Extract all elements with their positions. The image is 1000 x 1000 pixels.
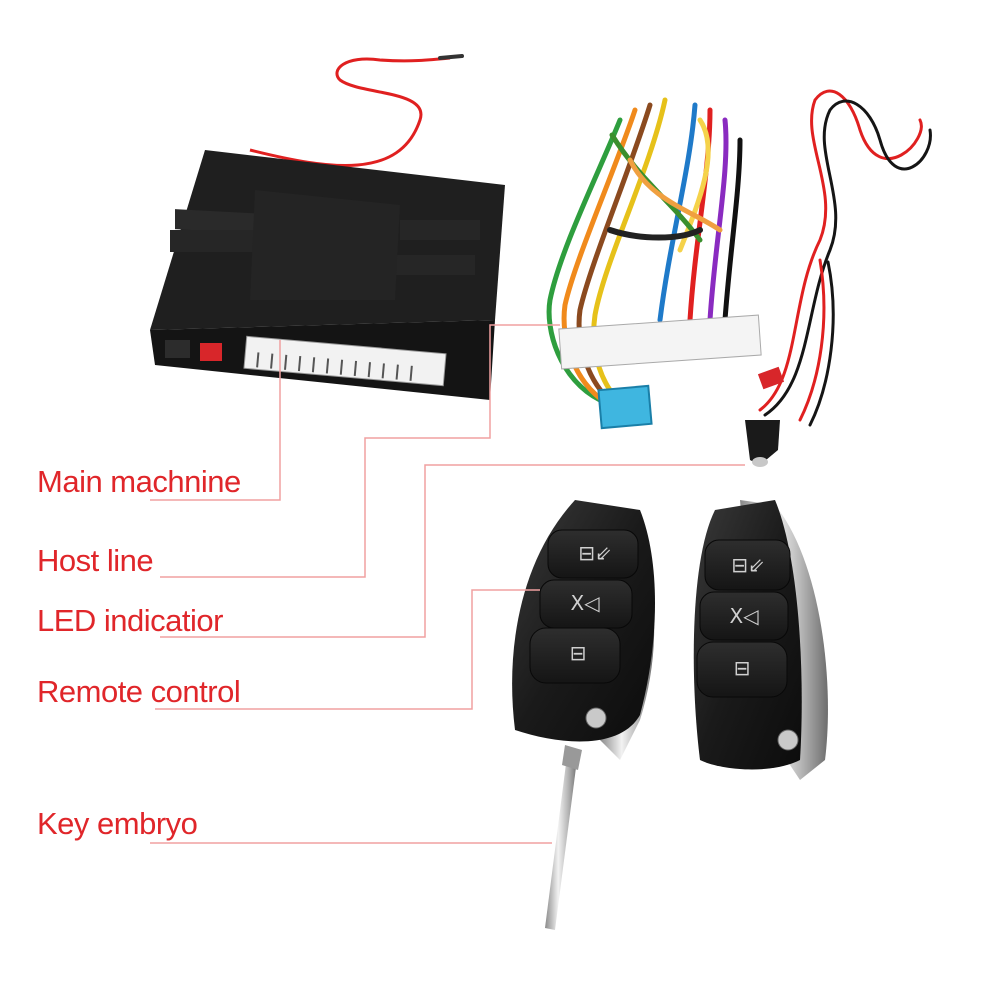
led-indicator xyxy=(745,89,932,467)
label-host-line: Host line xyxy=(37,543,154,578)
alarm-icon: X◁ xyxy=(570,591,600,615)
remote-control-left: ⊟⇙ X◁ ⊟ xyxy=(512,500,655,930)
label-main-machine: Main machnine xyxy=(37,464,241,499)
remote-control-right: ⊟⇙ X◁ ⊟ xyxy=(693,500,828,780)
leader-main xyxy=(150,340,281,501)
leader-remote xyxy=(155,589,540,710)
leader-led xyxy=(160,464,745,638)
leader-host xyxy=(160,324,560,578)
alarm-icon: X◁ xyxy=(729,604,759,628)
fuse xyxy=(597,384,653,430)
label-remote-control: Remote control xyxy=(37,674,241,709)
leader-lines xyxy=(150,324,745,844)
label-led-indicator: LED indicatior xyxy=(37,603,223,638)
unlock-icon: ⊟⇙ xyxy=(578,541,612,565)
led-housing xyxy=(745,420,780,465)
lock-icon: ⊟ xyxy=(734,656,751,680)
harness-connector xyxy=(558,314,762,370)
label-key-embryo: Key embryo xyxy=(37,806,198,841)
lock-icon: ⊟ xyxy=(570,641,587,665)
main-module xyxy=(150,54,505,400)
antenna-wire xyxy=(249,56,451,167)
remote-left-buttons: ⊟⇙ X◁ ⊟ xyxy=(529,529,639,684)
unlock-icon: ⊟⇙ xyxy=(731,553,765,577)
host-line-harness xyxy=(546,97,762,430)
key-blade xyxy=(545,748,578,930)
module-connector xyxy=(243,335,447,387)
